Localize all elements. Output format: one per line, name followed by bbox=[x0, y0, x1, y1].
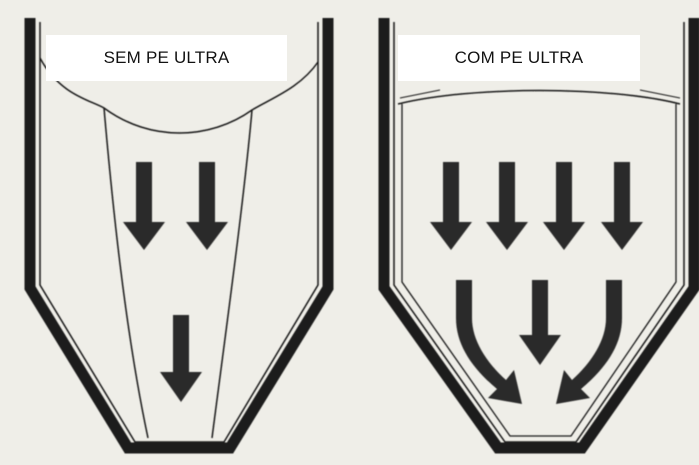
left-flow-arrow-1 bbox=[123, 162, 165, 250]
right-flow-arrow-2 bbox=[486, 162, 528, 250]
right-hopper-liner-inner bbox=[401, 104, 677, 437]
left-hopper bbox=[24, 18, 334, 454]
right-flow-arrow-curved-left bbox=[456, 280, 522, 404]
panel-label-without-liner: SEM PE ULTRA bbox=[46, 35, 287, 81]
right-flow-arrow-5 bbox=[519, 280, 561, 365]
panel-label-with-liner: COM PE ULTRA bbox=[398, 35, 640, 81]
left-flow-arrow-2 bbox=[186, 162, 228, 250]
left-hopper-outer-wall bbox=[24, 18, 334, 454]
right-flow-arrow-4 bbox=[601, 162, 643, 250]
right-flow-arrow-1 bbox=[430, 162, 472, 250]
right-material-surface-edge bbox=[399, 89, 681, 99]
right-hopper-liner-outer bbox=[393, 22, 685, 443]
right-hopper-outer-wall bbox=[378, 18, 699, 454]
left-material-surface bbox=[39, 57, 319, 134]
right-hopper bbox=[378, 18, 699, 454]
right-material-surface bbox=[397, 89, 681, 105]
right-flow-arrow-3 bbox=[543, 162, 585, 250]
left-funnel-flow-left bbox=[103, 107, 149, 439]
left-hopper-inner-wall bbox=[39, 22, 319, 443]
left-funnel-flow-right bbox=[211, 109, 253, 439]
left-flow-arrow-3 bbox=[160, 315, 202, 402]
right-flow-arrow-curved-right bbox=[556, 280, 622, 404]
